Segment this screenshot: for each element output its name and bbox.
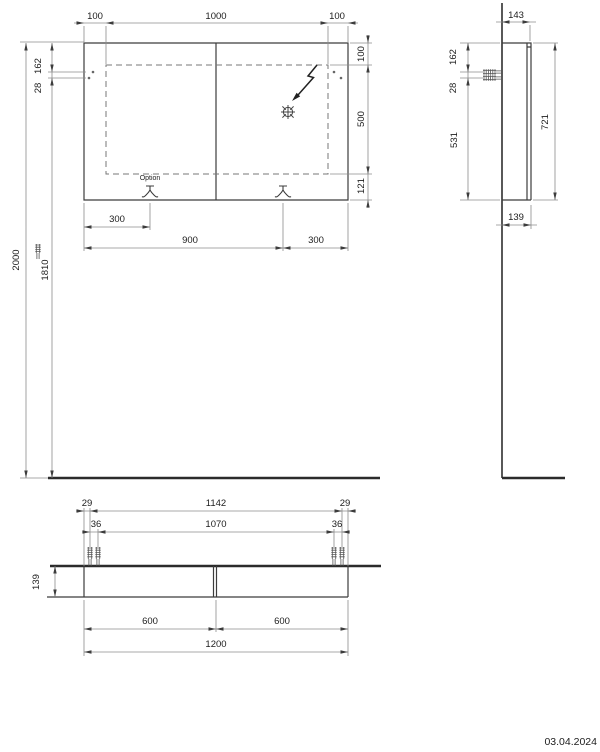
dim-front-right-bottom: 121 [356, 178, 367, 194]
dim-plan-width-total: 1200 [205, 639, 226, 650]
side-dimension-lines [460, 21, 558, 229]
wall-anchor-icon [339, 547, 345, 566]
dim-side-height: 721 [540, 114, 551, 130]
dim-front-right-top: 100 [356, 46, 367, 62]
dim-front-height-total: 2000 [11, 249, 22, 270]
hook-option-icon [141, 185, 159, 198]
dim-side-depth-top: 143 [508, 10, 524, 21]
dim-side-anchor-to-bottom: 531 [449, 132, 460, 148]
dim-front-bottom-left: 300 [109, 214, 125, 225]
hook-icon [274, 185, 292, 198]
date-label: 03.04.2024 [544, 736, 597, 748]
mounting-zone-dashed-rect [105, 64, 329, 175]
dim-front-top-left: 100 [87, 11, 103, 22]
dim-plan-anchor-gap-left: 36 [91, 519, 102, 530]
dim-plan-door-right: 600 [274, 616, 290, 627]
dim-side-anchor-from-top: 162 [448, 49, 459, 65]
dim-front-height-anchor: 1810 [40, 259, 51, 280]
dim-front-anchor-from-top: 162 [33, 58, 44, 74]
anchor-dots [87, 70, 343, 80]
wall-anchor-icon [95, 547, 101, 566]
power-outlet-position-icon [281, 105, 295, 119]
cabinet-front-outline [83, 42, 349, 201]
front-dimension-lines [20, 22, 372, 479]
wall-anchor-icon [483, 75, 502, 81]
dim-front-anchor-gap: 28 [33, 83, 44, 94]
wall-anchor-mini-icon [35, 244, 41, 259]
front-view: 100 1000 100 100 500 121 2000 1810 162 2… [11, 11, 380, 480]
dim-side-anchor-gap: 28 [448, 83, 459, 94]
dimension-arrowheads [24, 20, 557, 654]
dim-front-top-center: 1000 [205, 11, 226, 22]
dim-plan-edge-anchor-left: 29 [82, 498, 93, 509]
dim-front-top-right: 100 [329, 11, 345, 22]
cabinet-side-outline [502, 42, 532, 201]
dim-front-bottom-right: 300 [308, 235, 324, 246]
dim-plan-anchors-inner: 1070 [205, 519, 226, 530]
dim-plan-anchors-outer: 1142 [206, 498, 226, 509]
dim-front-right-mid: 500 [356, 111, 367, 127]
wall-anchor-icons [35, 69, 502, 566]
wall-anchor-icon [331, 547, 337, 566]
dim-plan-edge-anchor-right: 29 [340, 498, 351, 509]
dim-plan-anchor-gap-right: 36 [332, 519, 343, 530]
option-label: Option [140, 175, 161, 182]
cabinet-plan-outline [47, 566, 349, 598]
dim-front-bottom-mid: 900 [182, 235, 198, 246]
dim-plan-depth: 139 [31, 574, 42, 590]
lightning-arrow-icon [292, 64, 318, 101]
side-view: 143 162 28 531 721 139 [448, 3, 565, 480]
plan-view: 29 1142 29 36 1070 36 139 600 600 1200 [31, 498, 381, 656]
dim-plan-door-left: 600 [142, 616, 158, 627]
wall-anchor-icon [483, 69, 502, 75]
wall-anchor-icon [87, 547, 93, 566]
plan-dimension-lines [54, 508, 356, 656]
dim-side-depth-bottom: 139 [508, 212, 524, 223]
